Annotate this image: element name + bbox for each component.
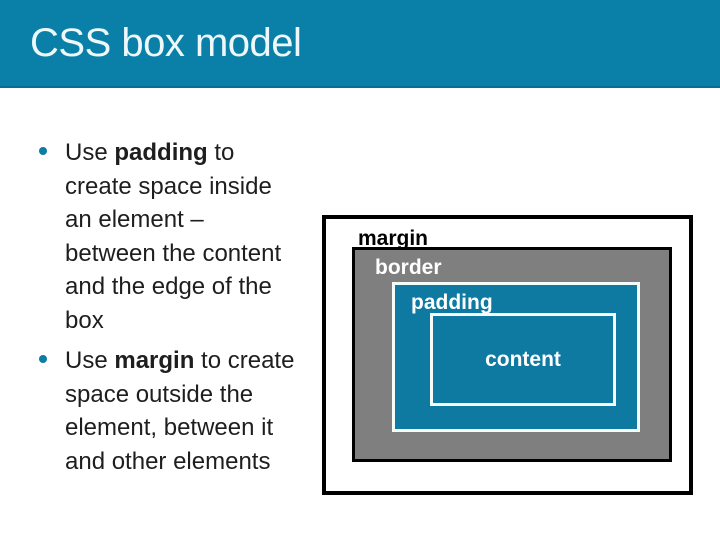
padding-box: padding content [392, 282, 640, 432]
slide-header: CSS box model [0, 0, 720, 88]
content-label: content [485, 347, 561, 371]
margin-label: margin [358, 227, 429, 250]
border-box: border padding content [352, 247, 672, 462]
bullet-marker-icon [39, 355, 47, 363]
bullet-marker-icon [39, 147, 47, 155]
border-label: border [375, 256, 442, 279]
padding-label: padding [411, 291, 493, 314]
page-title: CSS box model [30, 20, 302, 65]
box-model-diagram: margin border padding content [322, 215, 693, 495]
content-box: content [430, 313, 616, 406]
